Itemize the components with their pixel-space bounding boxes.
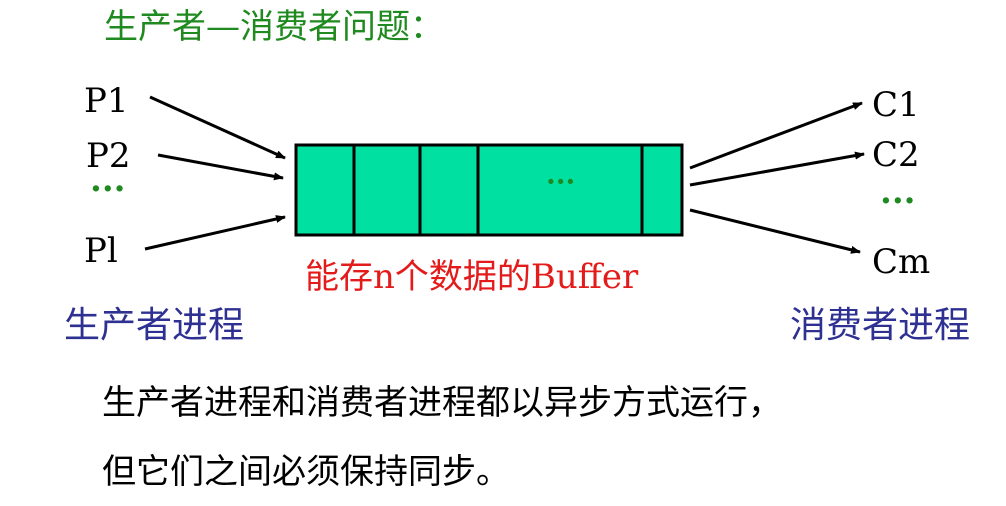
arrow-p2 (157, 153, 284, 181)
arrow-c2 (689, 151, 865, 187)
producer-group-label: 生产者进程 (64, 305, 245, 346)
arrow-c1 (689, 101, 863, 170)
producer-p2: P2 (86, 136, 131, 176)
consumer-ellipsis: ··· (880, 181, 916, 221)
buffer (294, 143, 684, 237)
description-line-2: 但它们之间必须保持同步。 (102, 452, 510, 492)
producer-p1: P1 (84, 81, 129, 121)
page-title: 生产者—消费者问题： (104, 7, 444, 47)
buffer-ellipsis: ··· (546, 165, 576, 198)
arrow-pl (144, 215, 286, 251)
consumer-c2: C2 (872, 135, 920, 175)
consumer-cm: Cm (872, 242, 931, 282)
producer-ellipsis: ··· (90, 169, 126, 209)
producer-pl: Pl (84, 231, 118, 271)
arrow-cm (689, 208, 861, 254)
consumer-group-label: 消费者进程 (790, 305, 971, 346)
consumer-c1: C1 (872, 85, 920, 125)
buffer-label: 能存n个数据的Buffer (305, 257, 639, 297)
buffer-body (294, 143, 684, 237)
arrow-p1 (149, 95, 286, 160)
description-line-1: 生产者进程和消费者进程都以异步方式运行， (102, 383, 782, 423)
